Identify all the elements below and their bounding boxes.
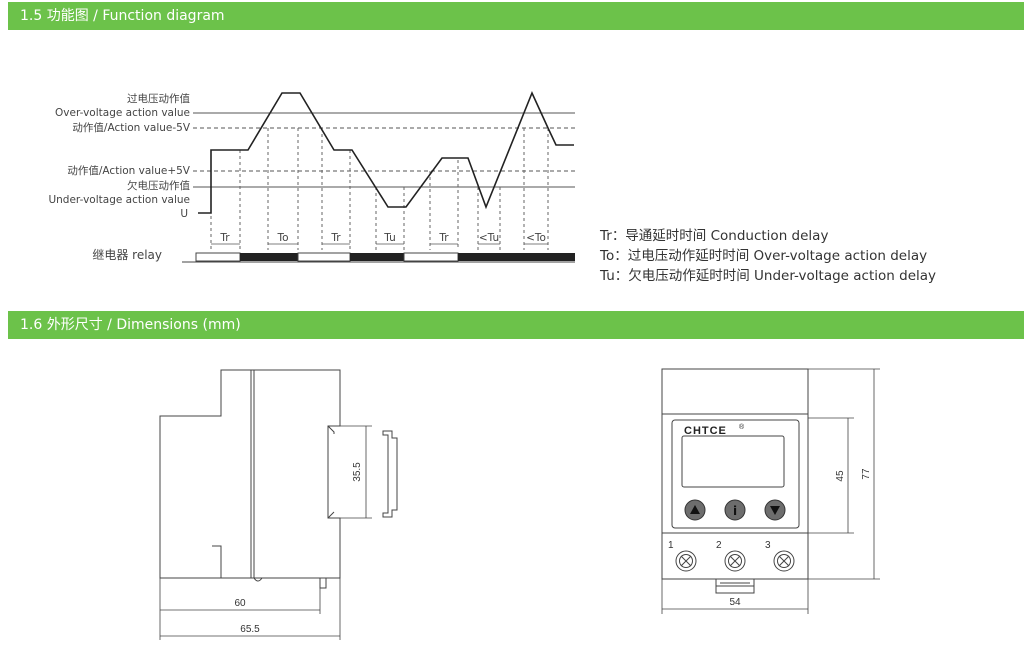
relay-label: 继电器 relay	[92, 248, 162, 262]
interval-label: Tr	[219, 232, 230, 244]
uv-plus-label: 动作值/Action value+5V	[67, 164, 190, 177]
down-button[interactable]	[764, 499, 786, 521]
u-label: U	[180, 208, 188, 220]
uv-label-en: Under-voltage action value	[48, 194, 190, 206]
down-arrow-icon	[770, 506, 780, 515]
terminal-label: 2	[716, 540, 722, 551]
section-title: 1.5 功能图 / Function diagram	[20, 8, 225, 24]
brand-logo: CHTCE	[684, 425, 727, 437]
info-button[interactable]: i	[724, 499, 746, 521]
dim-65: 65.5	[240, 624, 260, 635]
side-view	[159, 369, 398, 589]
dim-77: 77	[861, 468, 872, 480]
front-view	[661, 368, 809, 594]
section-title: 1.6 外形尺寸 / Dimensions (mm)	[20, 317, 241, 333]
section-header-function: 1.5 功能图 / Function diagram	[8, 2, 1024, 30]
ov-label-en: Over-voltage action value	[55, 107, 190, 119]
relay-bar	[195, 252, 575, 262]
uv-label-cn: 欠电压动作值	[127, 179, 190, 192]
dim-45: 45	[835, 470, 846, 482]
voltage-waveform	[198, 90, 574, 214]
dim-rail: 35.5	[352, 462, 363, 482]
interval-label: <To	[526, 232, 546, 244]
brand-mark: ®	[739, 423, 745, 431]
legend-to: To：过电压动作延时时间 Over-voltage action delay	[600, 248, 928, 264]
legend-tr: Tr：导通延时时间 Conduction delay	[600, 228, 829, 244]
info-icon: i	[733, 504, 737, 518]
up-arrow-icon	[690, 505, 700, 514]
ov-label-cn: 过电压动作值	[127, 92, 190, 105]
interval-label: Tr	[330, 232, 341, 244]
terminal-label: 1	[668, 540, 674, 551]
dim-60: 60	[234, 598, 246, 609]
terminal-screws	[675, 550, 795, 572]
interval-label: Tu	[383, 232, 395, 244]
interval-label: Tr	[438, 232, 449, 244]
up-button[interactable]	[684, 499, 706, 521]
ov-minus-label: 动作值/Action value-5V	[72, 121, 190, 134]
terminal-label: 3	[765, 540, 771, 551]
dim-54: 54	[729, 597, 741, 608]
interval-label: <Tu	[479, 232, 499, 244]
section-header-dimensions: 1.6 外形尺寸 / Dimensions (mm)	[8, 311, 1024, 339]
interval-label: To	[276, 232, 288, 244]
legend-tu: Tu：欠电压动作延时时间 Under-voltage action delay	[600, 268, 937, 284]
